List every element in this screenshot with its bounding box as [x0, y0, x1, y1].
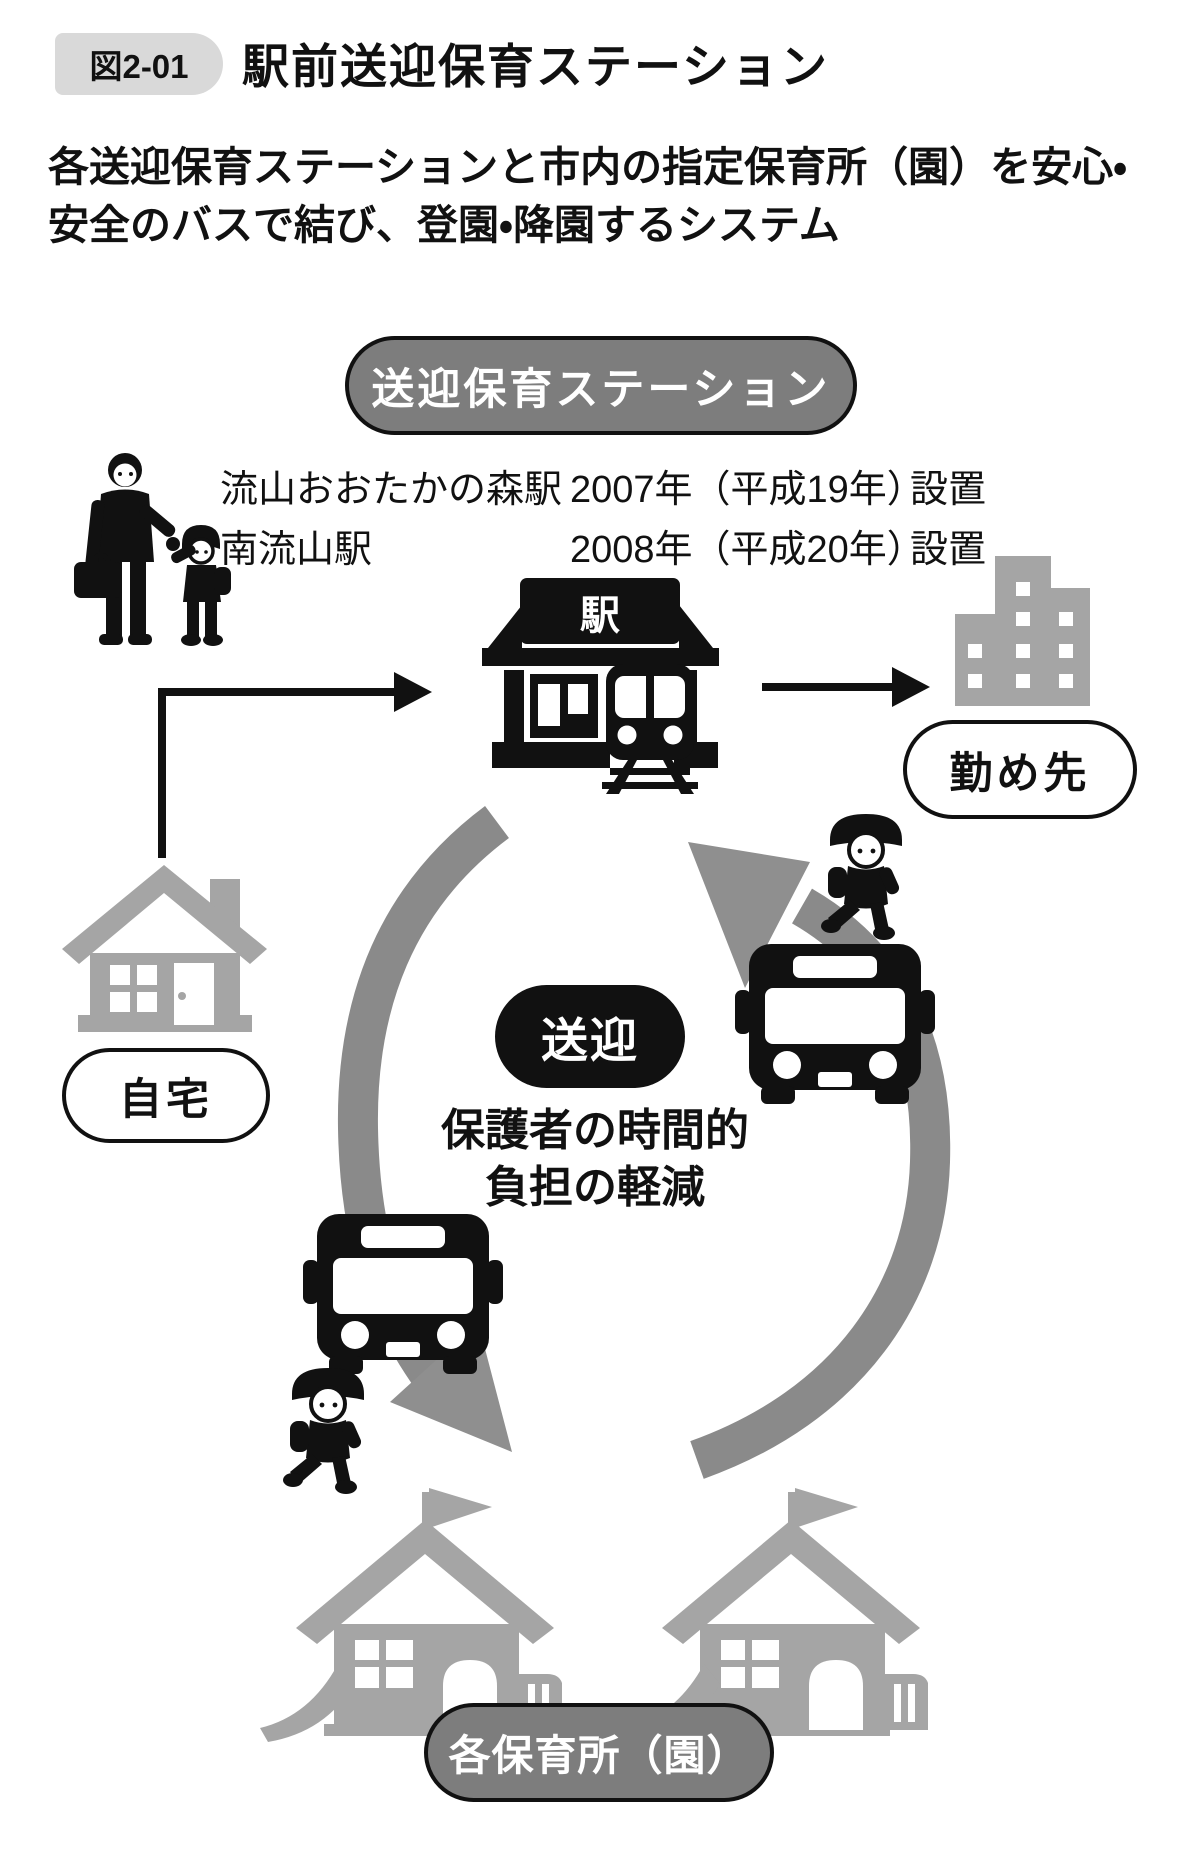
pickup-station-pill: 送迎保育ステーション: [345, 336, 857, 435]
benefit-line-1: 保護者の時間的: [441, 1106, 749, 1155]
description-line-2: 安全のバスで結び、登園・降園するシステム: [48, 202, 840, 248]
description-line-1: 各送迎保育ステーションと市内の指定保育所（園）を安心・: [48, 144, 1128, 190]
benefit-text: 保護者の時間的 負担の軽減: [330, 1102, 860, 1216]
running-child-icon: [818, 812, 913, 942]
station-year: 2007年（平成19年）: [570, 468, 925, 511]
station-icon: [482, 578, 719, 794]
station-to-workplace-arrow: [762, 667, 930, 707]
home-pill: 自宅: [62, 1048, 270, 1143]
house-icon: [62, 865, 267, 1032]
nurseries-pill: 各保育所（園）: [424, 1703, 774, 1802]
station-year: 2008年（平成20年）: [570, 528, 925, 571]
station-list: 流山おおたかの森駅 2007年（平成19年） 設置 南流山駅 2008年（平成2…: [220, 455, 986, 575]
home-to-station-arrow: [158, 672, 432, 858]
station-sign-label: 駅: [580, 594, 620, 638]
figure-title: 駅前送迎保育ステーション: [242, 40, 830, 93]
figure-description: 各送迎保育ステーションと市内の指定保育所（園）を安心・ 安全のバスで結び、登園・…: [48, 138, 1127, 254]
pickup-pill: 送迎: [495, 985, 685, 1088]
figure-number-badge: 図2-01: [55, 33, 223, 95]
station-name: 南流山駅: [220, 528, 373, 571]
figure-number: 図2-01: [89, 48, 189, 85]
parent-and-child-icon: [74, 453, 231, 646]
office-building-icon: [955, 556, 1090, 706]
benefit-line-2: 負担の軽減: [485, 1163, 705, 1212]
bus-icon: [735, 938, 935, 1106]
station-name: 流山おおたかの森駅: [220, 468, 563, 511]
bus-icon: [303, 1208, 503, 1376]
station-status: 設置: [910, 468, 987, 511]
running-child-icon: [280, 1366, 375, 1496]
workplace-pill: 勤め先: [903, 720, 1137, 819]
station-status: 設置: [910, 528, 987, 571]
